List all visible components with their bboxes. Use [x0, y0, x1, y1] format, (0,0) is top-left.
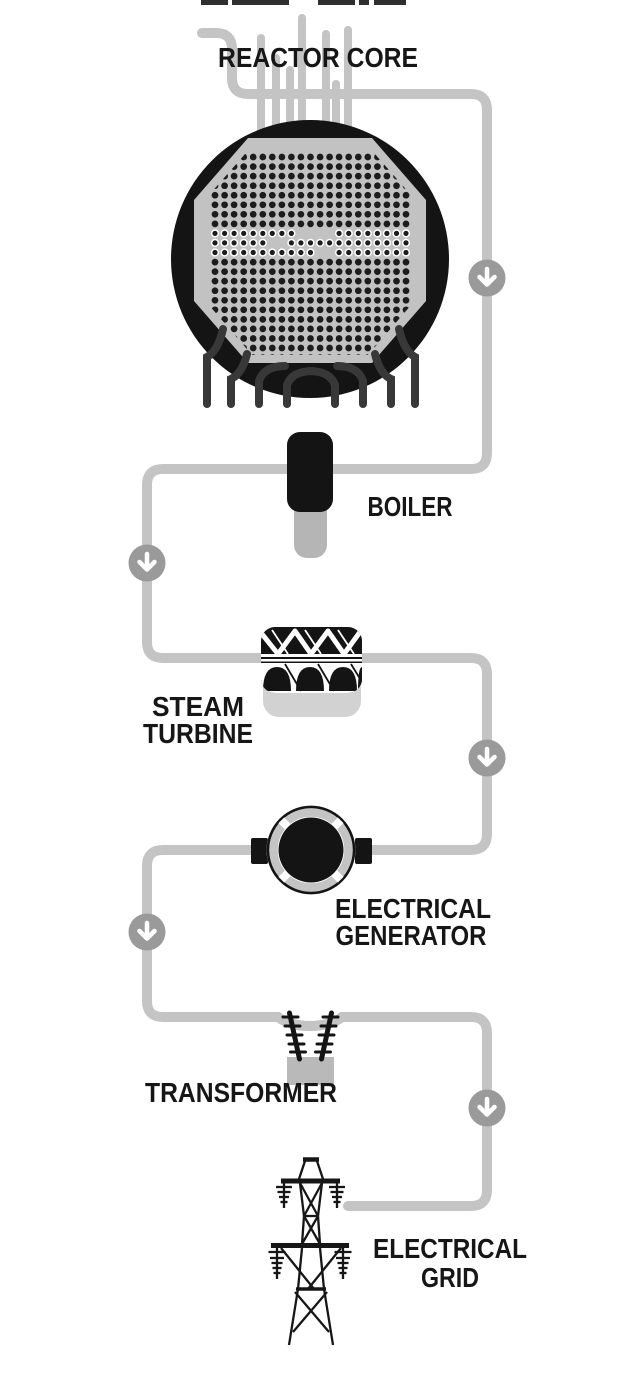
steam-turbine-label-line2: TURBINE [143, 718, 253, 749]
labels: REACTOR CORE BOILER STEAM TURBINE ELECTR… [143, 42, 527, 1293]
insulator-string [334, 1248, 352, 1279]
fuel-rod-dots [210, 153, 411, 355]
flow-arrow-icon [468, 739, 506, 777]
steam-turbine-icon [261, 627, 362, 717]
electrical-grid-label-line2: GRID [421, 1262, 479, 1293]
reactor-core-icon [171, 120, 449, 408]
cropped-title-fragment [201, 0, 406, 5]
flow-arrows [128, 259, 506, 1127]
insulator-string [276, 1181, 292, 1208]
electrical-generator-label-line2: GENERATOR [336, 920, 487, 951]
transmission-tower-icon [268, 1157, 352, 1346]
insulator-string [329, 1181, 345, 1208]
flow-arrow-icon [468, 1089, 506, 1127]
transformer-label: TRANSFORMER [145, 1077, 337, 1108]
flow-arrow-icon [128, 544, 166, 582]
boiler-icon [287, 432, 333, 558]
electrical-generator-label-line1: ELECTRICAL [335, 893, 491, 924]
insulator-string [268, 1248, 286, 1279]
electrical-grid-label-line1: ELECTRICAL [373, 1233, 527, 1264]
transformer-icon [281, 1010, 340, 1085]
reactor-legs [203, 325, 419, 408]
coolant-pipe [142, 28, 492, 1211]
steam-turbine-label-line1: STEAM [152, 691, 244, 722]
boiler-label: BOILER [368, 491, 453, 522]
reactor-core-label: REACTOR CORE [218, 42, 418, 73]
generator-icon [251, 805, 372, 895]
flow-arrow-icon [468, 259, 506, 297]
flow-arrow-icon [128, 913, 166, 951]
